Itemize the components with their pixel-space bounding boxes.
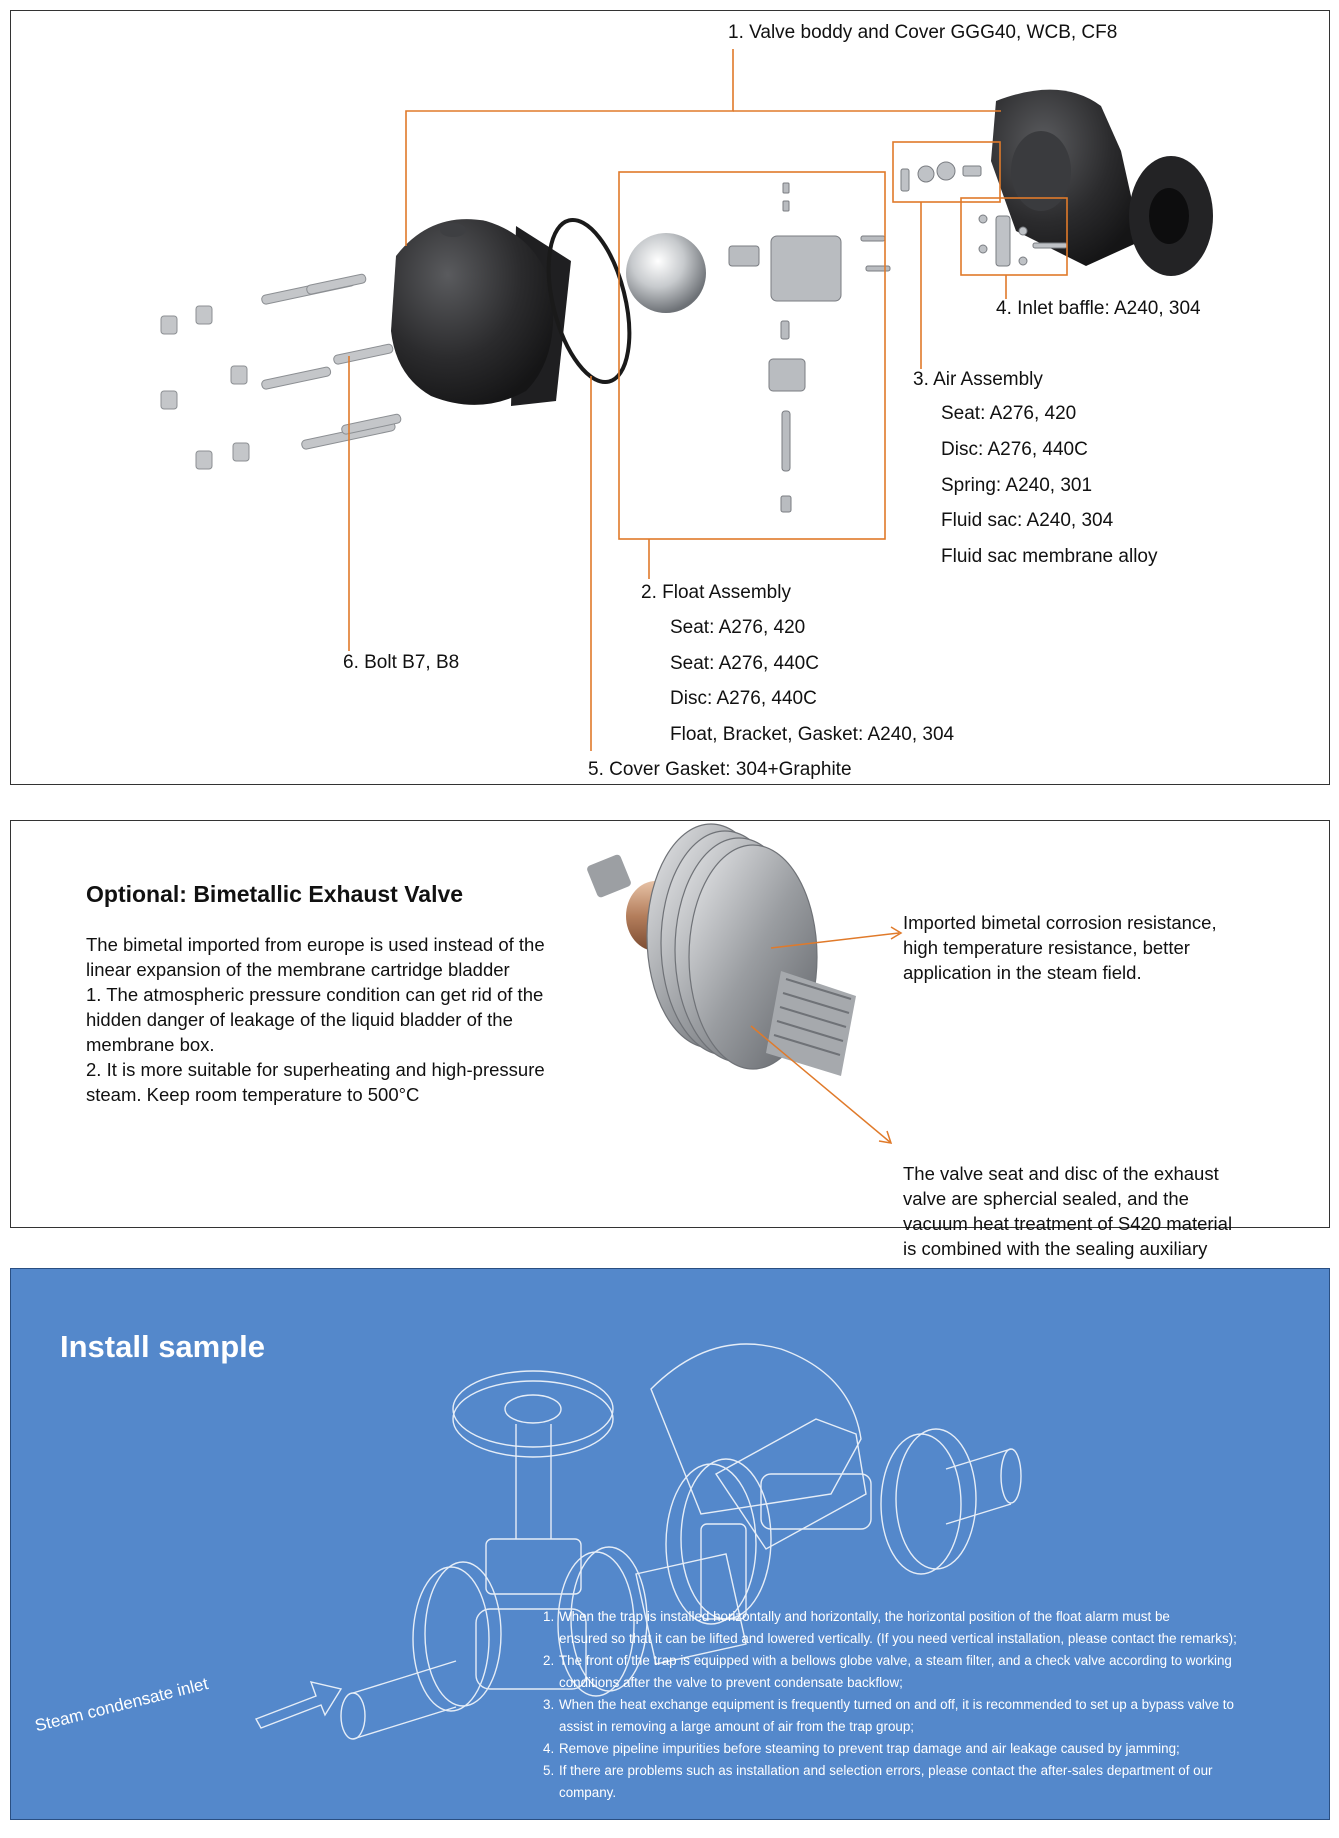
bimetal-note-bottom: The valve seat and disc of the exhaust v… — [903, 1161, 1232, 1261]
float-spec: Disc: A276, 440C — [670, 688, 817, 709]
bimetal-panel: Optional: Bimetallic Exhaust Valve The b… — [10, 820, 1330, 1259]
text-line: assist in removing a large amount of air… — [559, 1719, 915, 1734]
text-line: When the trap is installed horizontally … — [559, 1609, 1170, 1624]
valve-cover — [391, 219, 571, 406]
text-line: When the heat exchange equipment is freq… — [559, 1697, 1234, 1712]
install-sample-panel: Install sample — [10, 1268, 1330, 1820]
bimetal-description: The bimetal imported from europe is used… — [86, 932, 545, 1107]
text-line: membrane box. — [86, 1034, 215, 1055]
text-line: linear expansion of the membrane cartrid… — [86, 959, 510, 980]
inlet-baffle-parts — [978, 214, 1068, 267]
cover-gasket — [546, 217, 632, 385]
text-line: The valve seat and disc of the exhaust — [903, 1163, 1219, 1184]
threaded-stem — [587, 854, 631, 898]
exploded-view-drawing — [160, 49, 1213, 751]
leader-lines — [348, 49, 1068, 751]
float-ball — [626, 233, 706, 313]
install-notes: 1. When the trap is installed horizontal… — [543, 1606, 1313, 1804]
text-line: ensured so that it can be lifted and low… — [559, 1631, 1237, 1646]
install-note-number: 1. — [543, 1609, 555, 1624]
text-line: Remove pipeline impurities before steami… — [559, 1741, 1180, 1756]
text-line: company. — [559, 1785, 617, 1800]
exploded-view-panel: 1. Valve boddy and Cover GGG40, WCB, CF8… — [10, 10, 1330, 785]
valve-body — [991, 89, 1213, 276]
float-spec: Seat: A276, 420 — [670, 617, 806, 638]
label-cover-gasket: 5. Cover Gasket: 304+Graphite — [588, 759, 852, 780]
nut — [160, 305, 213, 335]
text-line: Imported bimetal corrosion resistance, — [903, 912, 1217, 933]
install-note-item: 5. If there are problems such as install… — [543, 1760, 1313, 1804]
label-valve-body: 1. Valve boddy and Cover GGG40, WCB, CF8 — [728, 22, 1118, 43]
nut — [160, 365, 248, 410]
label-inlet-baffle: 4. Inlet baffle: A240, 304 — [996, 298, 1201, 319]
label-float-assembly: 2. Float Assembly — [641, 582, 791, 603]
label-air-assembly: 3. Air Assembly — [913, 369, 1043, 390]
float-mechanism — [728, 182, 891, 513]
text-line: The front of the trap is equipped with a… — [559, 1653, 1232, 1668]
air-spec: Disc: A276, 440C — [941, 439, 1088, 460]
stud-bolt — [301, 413, 402, 450]
install-note-number: 3. — [543, 1697, 555, 1712]
text-line: hidden danger of leakage of the liquid b… — [86, 1009, 513, 1030]
air-spec: Fluid sac membrane alloy — [941, 546, 1158, 567]
float-spec: Seat: A276, 440C — [670, 653, 819, 674]
float-spec: Float, Bracket, Gasket: A240, 304 — [670, 724, 955, 745]
threaded-nozzle — [766, 971, 856, 1076]
install-note-number: 2. — [543, 1653, 555, 1668]
globe-valve — [412, 1370, 648, 1712]
inlet-pipe — [340, 1660, 457, 1740]
install-note-item: 2. The front of the trap is equipped wit… — [543, 1650, 1313, 1694]
install-title: Install sample — [60, 1329, 266, 1364]
text-line: 2. It is more suitable for superheating … — [86, 1059, 545, 1080]
stud-bolt — [261, 273, 367, 305]
nut — [195, 442, 250, 470]
label-bolt: 6. Bolt B7, B8 — [343, 652, 460, 673]
install-note-item: 3. When the heat exchange equipment is f… — [543, 1694, 1313, 1738]
text-line: is combined with the sealing auxiliary — [903, 1238, 1208, 1259]
text-line: conditions after the valve to prevent co… — [559, 1675, 903, 1690]
text-line: The bimetal imported from europe is used… — [86, 934, 545, 955]
air-spec: Spring: A240, 301 — [941, 475, 1093, 496]
install-note-item: 4. Remove pipeline impurities before ste… — [543, 1738, 1313, 1760]
text-line: steam. Keep room temperature to 500°C — [86, 1084, 420, 1105]
stud-bolt — [261, 343, 394, 390]
text-line: vacuum heat treatment of S420 material — [903, 1213, 1233, 1234]
text-line: valve are sphercial sealed, and the — [903, 1188, 1189, 1209]
bimetal-note-top: Imported bimetal corrosion resistance, h… — [903, 910, 1217, 985]
text-line: application in the steam field. — [903, 962, 1142, 983]
bolt-set — [160, 273, 402, 470]
text-line: If there are problems such as installati… — [559, 1763, 1213, 1778]
install-note-number: 5. — [543, 1763, 555, 1778]
steam-trap — [650, 1343, 1022, 1625]
air-spec: Seat: A276, 420 — [941, 403, 1077, 424]
text-line: high temperature resistance, better — [903, 937, 1190, 958]
air-assembly-parts — [900, 161, 982, 192]
install-note-number: 4. — [543, 1741, 555, 1756]
install-line-drawing — [254, 1343, 1022, 1740]
leader-lines — [750, 926, 903, 1144]
install-note-item: 1. When the trap is installed horizontal… — [543, 1606, 1313, 1650]
bimetal-valve-drawing — [587, 823, 903, 1144]
air-spec: Fluid sac: A240, 304 — [941, 510, 1114, 531]
flow-arrow — [254, 1681, 343, 1729]
bimetal-heading: Optional: Bimetallic Exhaust Valve — [86, 881, 464, 907]
text-line: 1. The atmospheric pressure condition ca… — [86, 984, 544, 1005]
